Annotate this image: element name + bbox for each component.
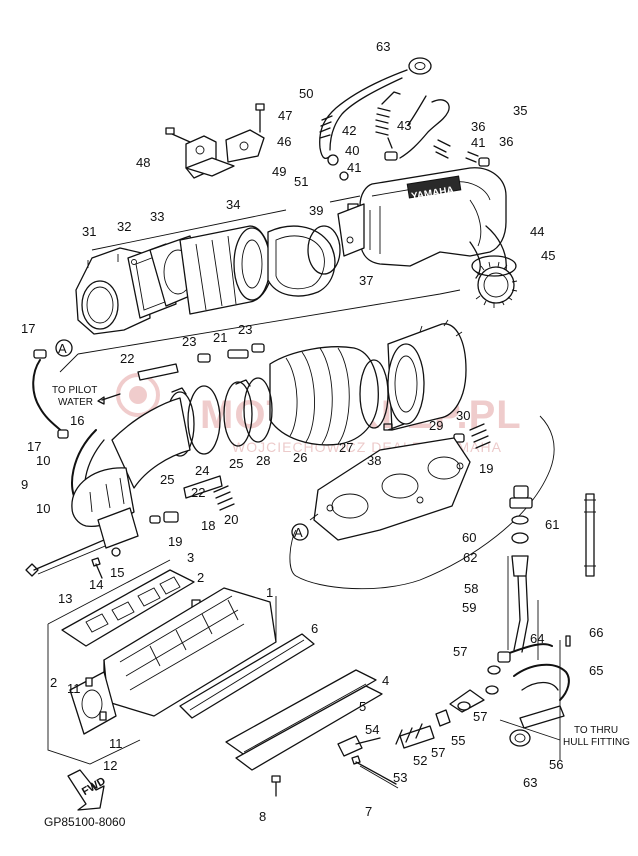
- callout-19: 19: [479, 461, 493, 476]
- callout-48: 48: [136, 155, 150, 170]
- callout-47: 47: [278, 108, 292, 123]
- to-thru-hull-line1: TO THRU: [574, 725, 618, 736]
- callout-9: 9: [21, 477, 28, 492]
- callout-12: 12: [103, 758, 117, 773]
- callout-62: 62: [463, 550, 477, 565]
- callout-33: 33: [150, 209, 164, 224]
- callout-18: 18: [201, 518, 215, 533]
- callout-25: 25: [160, 472, 174, 487]
- callout-43: 43: [397, 118, 411, 133]
- callout-27: 27: [339, 440, 353, 455]
- callout-61: 61: [545, 517, 559, 532]
- callout-57: 57: [473, 709, 487, 724]
- callout-23: 23: [238, 322, 252, 337]
- callout-59: 59: [462, 600, 476, 615]
- callout-23: 23: [182, 334, 196, 349]
- callout-21: 21: [213, 330, 227, 345]
- callout-31: 31: [82, 224, 96, 239]
- callout-66: 66: [589, 625, 603, 640]
- callout-16: 16: [70, 413, 84, 428]
- exhaust-outlet-plate: [289, 415, 555, 590]
- callout-45: 45: [541, 248, 555, 263]
- callout-28: 28: [256, 453, 270, 468]
- callout-3: 3: [187, 550, 194, 565]
- callout-57: 57: [431, 745, 445, 760]
- callout-2: 2: [197, 570, 204, 585]
- callout-55: 55: [451, 733, 465, 748]
- callout-2: 2: [50, 675, 57, 690]
- callout-11: 11: [67, 681, 81, 696]
- callout-17: 17: [27, 439, 41, 454]
- water-line-assembly: [337, 485, 596, 760]
- callout-15: 15: [110, 565, 124, 580]
- callout-17: 17: [21, 321, 35, 336]
- callout-8: 8: [259, 809, 266, 824]
- callout-1: 1: [266, 585, 273, 600]
- callout-32: 32: [117, 219, 131, 234]
- callout-39: 39: [309, 203, 323, 218]
- callout-44: 44: [530, 224, 544, 239]
- callout-42: 42: [342, 123, 356, 138]
- callout-60: 60: [462, 530, 476, 545]
- callout-6: 6: [311, 621, 318, 636]
- callout-22: 22: [120, 351, 134, 366]
- exhaust-elbow-assembly: [75, 195, 461, 355]
- callout-35: 35: [513, 103, 527, 118]
- to-pilot-water-line1: TO PILOT: [52, 385, 97, 396]
- callout-52: 52: [413, 753, 427, 768]
- callout-34: 34: [226, 197, 240, 212]
- callout-5: 5: [359, 699, 366, 714]
- diagram-code: GP85100-8060: [44, 815, 126, 829]
- callout-57: 57: [453, 644, 467, 659]
- callout-20: 20: [224, 512, 238, 527]
- callout-38: 38: [367, 453, 381, 468]
- callout-25: 25: [229, 456, 243, 471]
- callout-26: 26: [293, 450, 307, 465]
- callout-40: 40: [345, 143, 359, 158]
- callout-41: 41: [471, 135, 485, 150]
- annotations: TO PILOT WATER TO THRU HULL FITTING GP85…: [44, 385, 630, 829]
- callout-58: 58: [464, 581, 478, 596]
- circle-ref-a-top: A: [58, 341, 67, 356]
- lower-exhaust-manifold: FWD: [47, 559, 399, 811]
- to-pilot-water-line2: WATER: [58, 397, 93, 408]
- callout-63: 63: [376, 39, 390, 54]
- circle-ref-a-bottom: A: [294, 525, 303, 540]
- callout-63: 63: [523, 775, 537, 790]
- callout-56: 56: [549, 757, 563, 772]
- callout-53: 53: [393, 770, 407, 785]
- callout-36: 36: [499, 134, 513, 149]
- callout-4: 4: [382, 673, 389, 688]
- callout-30: 30: [456, 408, 470, 423]
- upper-assembly: YAMAHA: [165, 57, 518, 308]
- callout-50: 50: [299, 86, 313, 101]
- callout-10: 10: [36, 501, 50, 516]
- callout-14: 14: [89, 577, 103, 592]
- callout-22: 22: [191, 485, 205, 500]
- callout-41: 41: [347, 160, 361, 175]
- callout-64: 64: [530, 631, 544, 646]
- callout-37: 37: [359, 273, 373, 288]
- callout-36: 36: [471, 119, 485, 134]
- callout-54: 54: [365, 722, 379, 737]
- callout-10: 10: [36, 453, 50, 468]
- callout-11: 11: [109, 736, 123, 751]
- callout-7: 7: [365, 804, 372, 819]
- callout-49: 49: [272, 164, 286, 179]
- reference-markers: A A: [55, 339, 309, 541]
- callout-51: 51: [294, 174, 308, 189]
- callout-65: 65: [589, 663, 603, 678]
- callout-13: 13: [58, 591, 72, 606]
- callout-24: 24: [195, 463, 209, 478]
- callout-46: 46: [277, 134, 291, 149]
- to-thru-hull-line2: HULL FITTING: [563, 737, 630, 748]
- callout-19: 19: [168, 534, 182, 549]
- callout-29: 29: [429, 418, 443, 433]
- muffler-assembly: [25, 319, 491, 579]
